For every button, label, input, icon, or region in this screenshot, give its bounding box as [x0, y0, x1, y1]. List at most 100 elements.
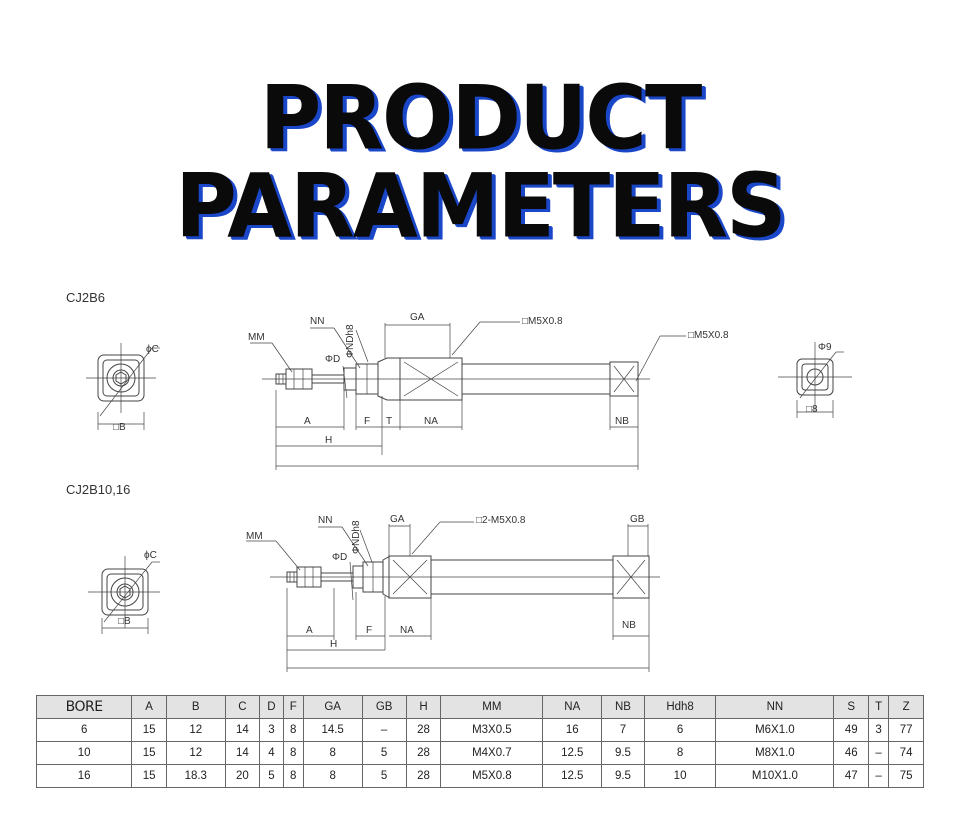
table-cell: 77: [888, 718, 924, 742]
header-cell: NB: [601, 695, 645, 719]
header-cell: NA: [542, 695, 603, 719]
header-cell: GB: [361, 695, 407, 719]
table-cell: 8: [302, 741, 363, 765]
table-cell: –: [868, 764, 890, 788]
table-row: 6 15 12 14 3 8 14.5 – 28 M3X0.5 16 7 6 M…: [35, 718, 924, 742]
label-h-bottom: H: [330, 639, 337, 650]
front-view-cj2b6: [86, 343, 160, 430]
table-cell: 16: [542, 718, 603, 742]
header-cell: H: [405, 695, 442, 719]
header-cell: D: [259, 695, 284, 719]
table-cell: 75: [888, 764, 924, 788]
table-cell: M8X1.0: [715, 741, 835, 765]
header-cell: A: [131, 695, 167, 719]
label-nb-top: NB: [615, 416, 629, 427]
table-cell: M10X1.0: [715, 764, 835, 788]
table-cell: –: [361, 718, 407, 742]
table-cell: M6X1.0: [715, 718, 835, 742]
table-cell: 20: [224, 764, 261, 788]
table-row: 16 15 18.3 20 5 8 8 5 28 M5X0.8 12.5 9.5…: [35, 764, 924, 788]
table-cell: 46: [833, 741, 870, 765]
label-na-bottom: NA: [400, 625, 414, 636]
table-cell: 49: [833, 718, 870, 742]
label-phi-nd-top: ΦNDh8: [345, 324, 356, 358]
table-cell: 5: [361, 764, 407, 788]
table-cell: M5X0.8: [440, 764, 544, 788]
page-title: PRODUCT PARAMETERS: [175, 66, 786, 258]
side-view-cj2b6: [250, 321, 686, 470]
table-cell: 5: [259, 764, 284, 788]
table-cell: 10: [35, 741, 133, 765]
table-cell: 8: [282, 718, 304, 742]
label-sq-8: □8: [806, 404, 818, 415]
header-cell: T: [868, 695, 890, 719]
label-phi-c-top: ϕC: [146, 344, 159, 355]
table-cell: 5: [361, 741, 407, 765]
table-cell: 28: [405, 764, 442, 788]
header-cell: S: [833, 695, 870, 719]
table-cell: 74: [888, 741, 924, 765]
header-cell: BORE: [35, 695, 133, 719]
label-phi-d-bottom: ΦD: [332, 552, 347, 563]
table-cell: 15: [131, 764, 167, 788]
label-port-rear: □M5X0.8: [688, 330, 729, 341]
table-cell: 28: [405, 741, 442, 765]
table-cell: 12.5: [542, 764, 603, 788]
table-cell: 7: [601, 718, 645, 742]
table-cell: 15: [131, 741, 167, 765]
label-t-top: T: [386, 416, 392, 427]
table-cell: 6: [643, 718, 717, 742]
label-nn-top: NN: [310, 316, 324, 327]
table-cell: 14.5: [302, 718, 363, 742]
table-row: 10 15 12 14 4 8 8 5 28 M4X0.7 12.5 9.5 8…: [35, 741, 924, 765]
table-cell: 8: [282, 764, 304, 788]
table-cell: –: [868, 741, 890, 765]
header-cell: Hdh8: [643, 695, 717, 719]
table-cell: 6: [35, 718, 133, 742]
table-cell: 10: [643, 764, 717, 788]
table-cell: 47: [833, 764, 870, 788]
header-cell: C: [224, 695, 261, 719]
header-cell: MM: [440, 695, 544, 719]
parameters-table: BORE A B C D F GA GB H MM NA NB Hdh8 NN …: [35, 695, 924, 788]
label-ga-top: GA: [410, 312, 425, 323]
table-cell: 9.5: [601, 741, 645, 765]
table-cell: M4X0.7: [440, 741, 544, 765]
label-sq-b-bottom: □B: [118, 616, 131, 627]
label-phi-nd-bottom: ΦNDh8: [351, 520, 362, 554]
table-cell: 12: [165, 741, 226, 765]
label-sq-b-top: □B: [113, 422, 126, 433]
table-cell: 4: [259, 741, 284, 765]
table-cell: 9.5: [601, 764, 645, 788]
model-label-cj2b10-16: CJ2B10,16: [66, 482, 130, 497]
header-cell: Z: [888, 695, 924, 719]
label-port-top: □M5X0.8: [522, 316, 563, 327]
label-h-top: H: [325, 435, 332, 446]
label-mm-top: MM: [248, 332, 265, 343]
table-cell: 3: [868, 718, 890, 742]
header-cell: GA: [302, 695, 363, 719]
rear-view-cj2b6: [778, 342, 852, 418]
table-cell: 12.5: [542, 741, 603, 765]
model-label-cj2b6: CJ2B6: [66, 290, 105, 305]
table-cell: 16: [35, 764, 133, 788]
table-cell: 28: [405, 718, 442, 742]
table-cell: 14: [224, 741, 261, 765]
label-na-top: NA: [424, 416, 438, 427]
header-cell: NN: [715, 695, 835, 719]
table-cell: 15: [131, 718, 167, 742]
front-view-cj2b10: [88, 556, 160, 634]
label-nn-bottom: NN: [318, 515, 332, 526]
label-f-top: F: [364, 416, 370, 427]
table-cell: 14: [224, 718, 261, 742]
technical-drawing: CJ2B6 ϕC □B: [66, 290, 852, 672]
label-port-bottom: □2-M5X0.8: [476, 515, 526, 526]
table-cell: 8: [282, 741, 304, 765]
table-cell: 8: [302, 764, 363, 788]
header-cell: F: [282, 695, 304, 719]
table-cell: M3X0.5: [440, 718, 544, 742]
label-f-bottom: F: [366, 625, 372, 636]
table-cell: 18.3: [165, 764, 226, 788]
header-cell: B: [165, 695, 226, 719]
